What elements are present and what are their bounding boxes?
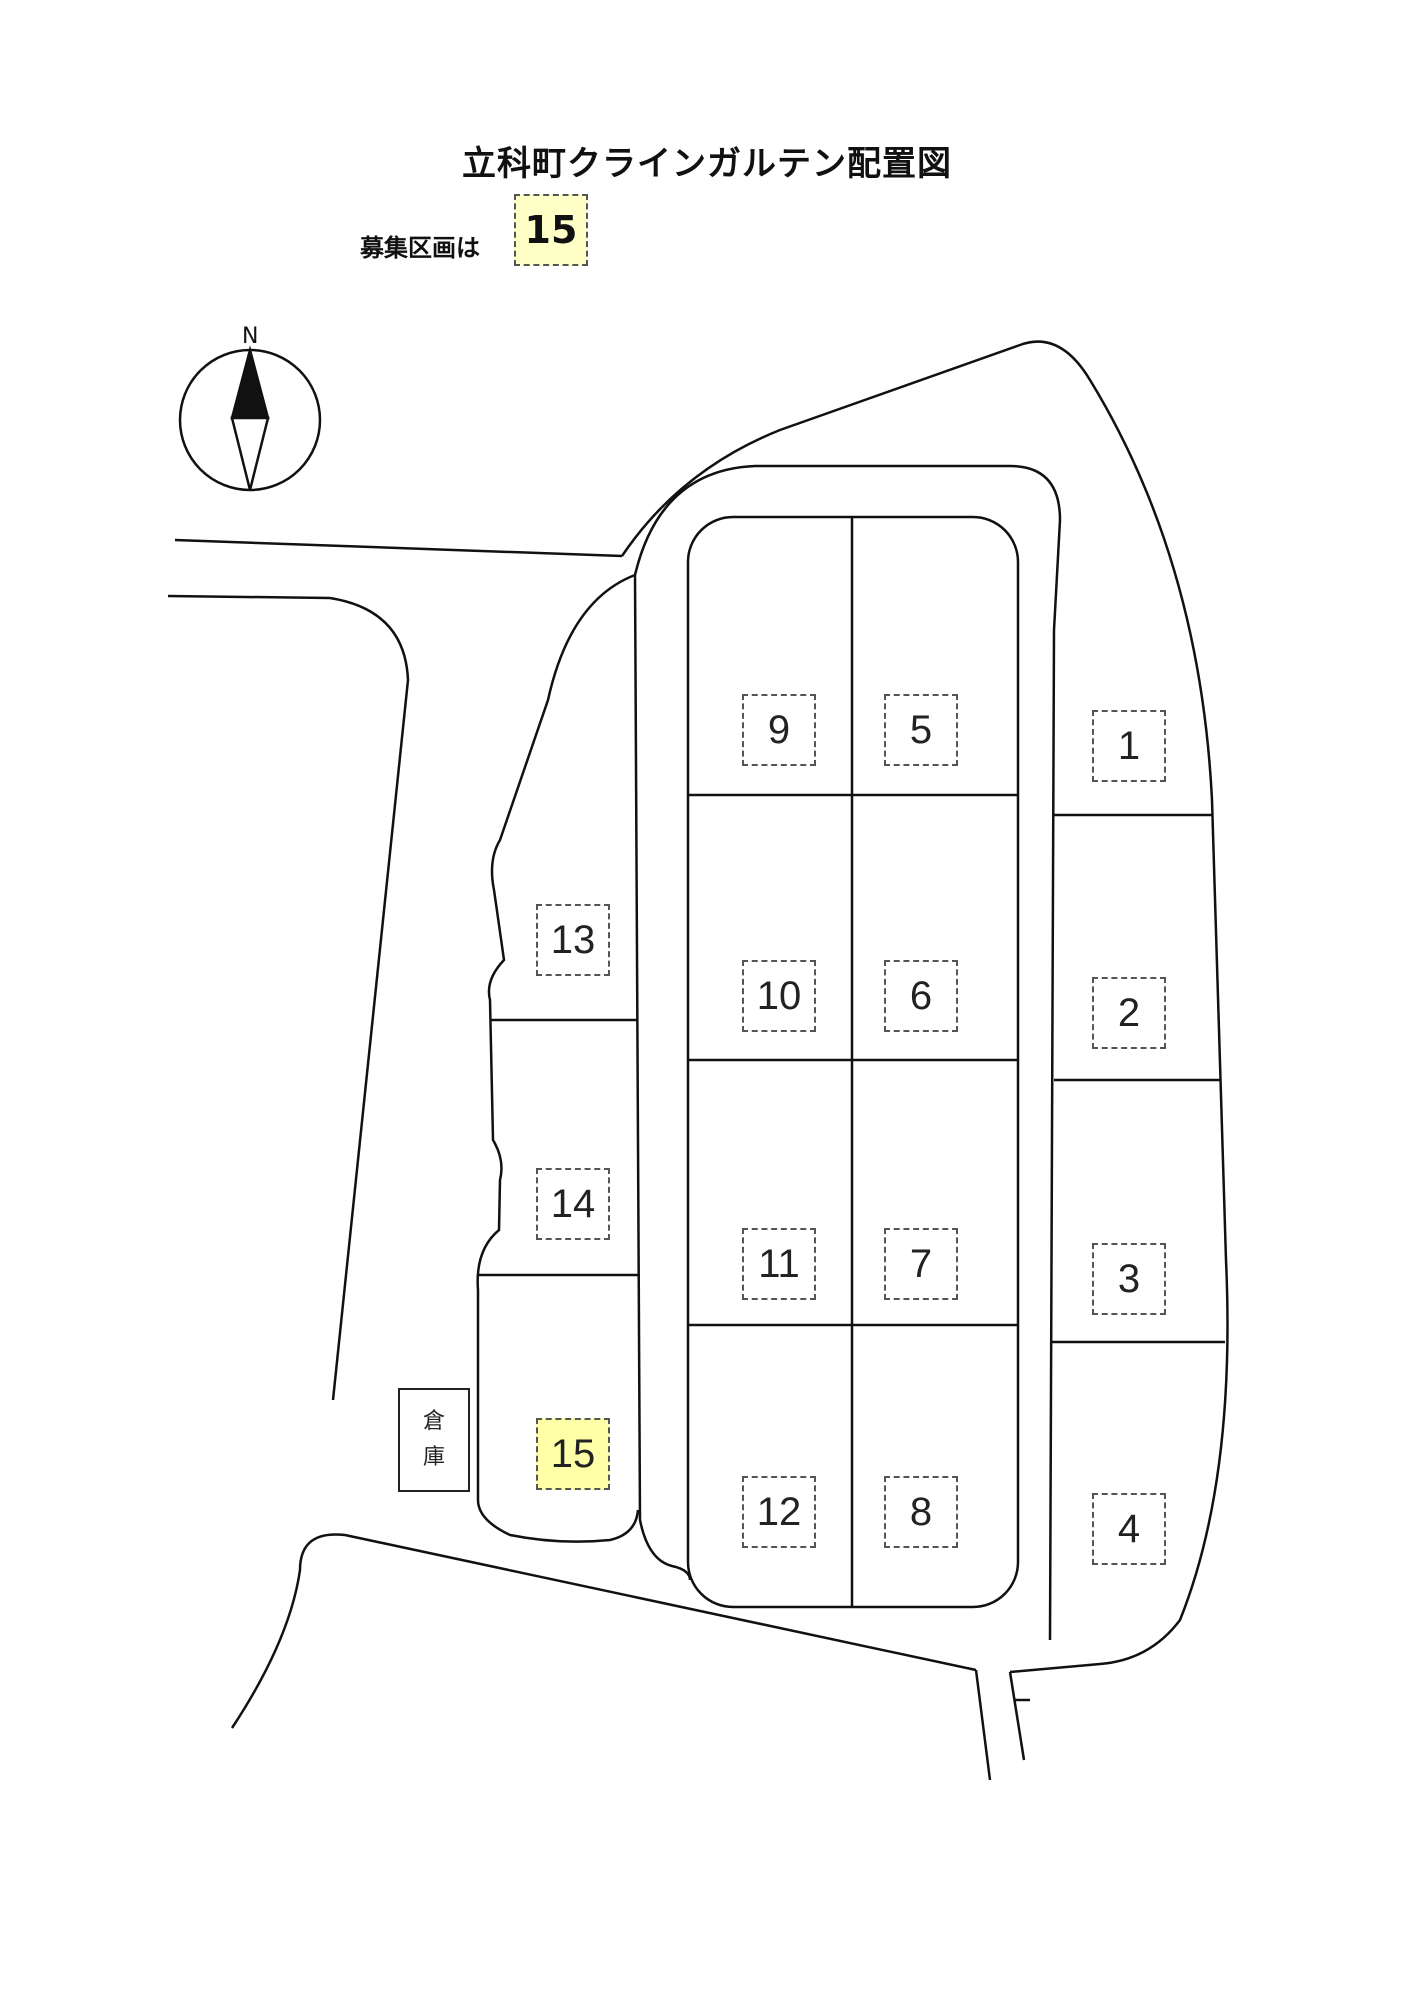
compass-icon (178, 345, 322, 492)
warehouse-label-1: 倉 (422, 1409, 445, 1434)
plot-3[interactable]: 3 (1092, 1243, 1166, 1315)
loop-road (633, 464, 1062, 1641)
warehouse: 倉 庫 (398, 1388, 470, 1492)
plot-7[interactable]: 7 (884, 1228, 958, 1300)
plot-2[interactable]: 2 (1092, 977, 1166, 1049)
plot-13[interactable]: 13 (536, 904, 610, 976)
recruit-plot-badge: 15 (514, 194, 588, 266)
access-road (1008, 1671, 1026, 1761)
plot-5[interactable]: 5 (884, 694, 958, 766)
plot-11[interactable]: 11 (742, 1228, 816, 1300)
warehouse-label-2: 庫 (422, 1445, 445, 1470)
page-title: 立科町クラインガルテン配置図 (462, 144, 952, 184)
compass-north-label: N (242, 324, 258, 349)
recruit-label: 募集区画は (360, 234, 480, 262)
plot-4[interactable]: 4 (1092, 1493, 1166, 1565)
road-edge (174, 538, 623, 558)
plot-14[interactable]: 14 (536, 1168, 610, 1240)
west-strip (476, 573, 640, 1543)
plot-8[interactable]: 8 (884, 1476, 958, 1548)
access-road (974, 1669, 992, 1781)
site-boundary (344, 1533, 977, 1672)
plot-10[interactable]: 10 (742, 960, 816, 1032)
site-boundary (230, 1533, 346, 1729)
plot-9[interactable]: 9 (742, 694, 816, 766)
road-edge (167, 594, 410, 1401)
loop-road (633, 574, 692, 1581)
plot-6[interactable]: 6 (884, 960, 958, 1032)
plot-1[interactable]: 1 (1092, 710, 1166, 782)
site-boundary (620, 340, 1229, 1674)
plot-15[interactable]: 15 (536, 1418, 610, 1490)
plot-12[interactable]: 12 (742, 1476, 816, 1548)
